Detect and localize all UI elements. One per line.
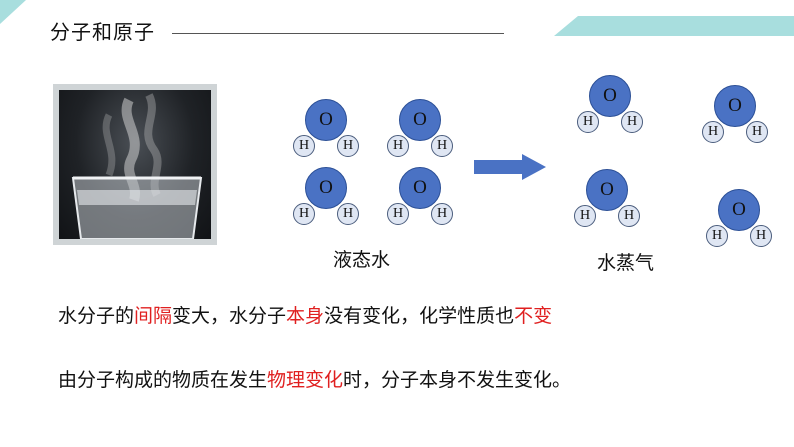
- hydrogen-atom: H: [293, 135, 315, 157]
- oxygen-atom: O: [586, 169, 628, 211]
- water-molecule-vapor-4: O H H: [706, 189, 772, 253]
- page-title: 分子和原子: [50, 20, 155, 44]
- conclusion-sentence: 由分子构成的物质在发生物理变化时，分子本身不发生变化。: [58, 365, 571, 392]
- sentence-text: 没有变化，化学性质也: [324, 305, 515, 327]
- water-molecule-liquid-3: O H H: [293, 167, 359, 231]
- water-vapor-label: 水蒸气: [597, 252, 655, 274]
- transition-arrow-head: [522, 154, 546, 180]
- steaming-beaker-photo: [53, 84, 217, 245]
- water-molecule-liquid-1: O H H: [293, 99, 359, 163]
- emphasis-text: 本身: [286, 305, 325, 327]
- water-molecule-liquid-2: O H H: [387, 99, 453, 163]
- corner-decoration-left: [0, 0, 26, 24]
- hydrogen-atom: H: [337, 135, 359, 157]
- hydrogen-atom: H: [706, 225, 728, 247]
- oxygen-atom: O: [399, 99, 441, 141]
- oxygen-atom: O: [399, 167, 441, 209]
- liquid-water-label: 液态水: [333, 249, 391, 271]
- water-molecule-vapor-2: O H H: [702, 85, 768, 149]
- hydrogen-atom: H: [387, 203, 409, 225]
- emphasis-text: 不变: [514, 305, 553, 327]
- observation-sentence: 水分子的间隔变大，水分子本身没有变化，化学性质也不变: [58, 301, 552, 328]
- beaker-illustration: [71, 93, 203, 239]
- sentence-text: 时，分子本身不发生变化。: [343, 369, 572, 391]
- hydrogen-atom: H: [387, 135, 409, 157]
- oxygen-atom: O: [718, 189, 760, 231]
- hydrogen-atom: H: [618, 205, 640, 227]
- sentence-text: 由分子构成的物质在发生: [58, 369, 268, 391]
- hydrogen-atom: H: [750, 225, 772, 247]
- hydrogen-atom: H: [337, 203, 359, 225]
- corner-decoration-right: [554, 16, 794, 36]
- sentence-text: 水分子的: [58, 305, 135, 327]
- hydrogen-atom: H: [746, 121, 768, 143]
- photo-content: [59, 90, 211, 239]
- oxygen-atom: O: [305, 167, 347, 209]
- water-molecule-vapor-3: O H H: [574, 169, 640, 233]
- hydrogen-atom: H: [574, 205, 596, 227]
- oxygen-atom: O: [589, 75, 631, 117]
- hydrogen-atom: H: [293, 203, 315, 225]
- sentence-text: 变大，水分子: [172, 305, 287, 327]
- hydrogen-atom: H: [621, 111, 643, 133]
- water-molecule-vapor-1: O H H: [577, 75, 643, 139]
- hydrogen-atom: H: [431, 135, 453, 157]
- hydrogen-atom: H: [702, 121, 724, 143]
- title-underline: [172, 33, 504, 34]
- emphasis-text: 物理变化: [267, 369, 344, 391]
- hydrogen-atom: H: [577, 111, 599, 133]
- oxygen-atom: O: [305, 99, 347, 141]
- hydrogen-atom: H: [431, 203, 453, 225]
- transition-arrow: [474, 160, 524, 174]
- oxygen-atom: O: [714, 85, 756, 127]
- emphasis-text: 间隔: [134, 305, 173, 327]
- water-molecule-liquid-4: O H H: [387, 167, 453, 231]
